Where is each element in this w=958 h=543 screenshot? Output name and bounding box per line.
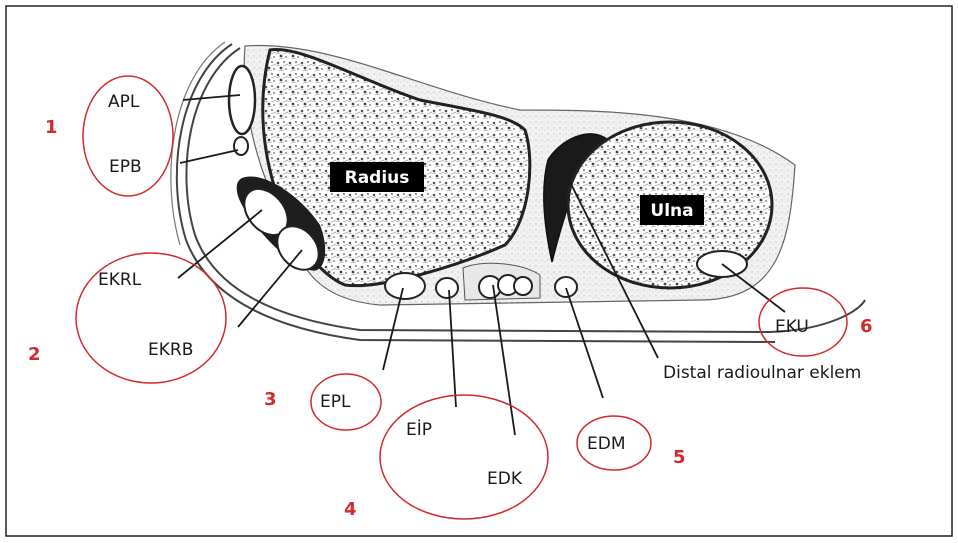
compartment-number: 4 xyxy=(344,499,357,520)
edk-label: EDK xyxy=(487,469,523,489)
ekrl-label: EKRL xyxy=(98,270,142,290)
epb-label: EPB xyxy=(109,157,142,177)
ekrb-label: EKRB xyxy=(148,340,193,360)
distal-radioulnar-label: Distal radioulnar eklem xyxy=(663,363,861,383)
eku-label: EKU xyxy=(775,317,809,337)
compartment-number: 1 xyxy=(45,117,58,138)
edm-label: EDM xyxy=(587,434,626,454)
compartment-number: 6 xyxy=(860,316,873,337)
compartment-number: 5 xyxy=(673,447,686,468)
radius-label: Radius xyxy=(345,168,410,188)
epl-label: EPL xyxy=(320,392,351,412)
apl-label: APL xyxy=(108,92,140,112)
eip-label: EİP xyxy=(406,419,432,440)
ulna-label: Ulna xyxy=(650,201,693,221)
compartment-number: 2 xyxy=(28,344,41,365)
compartment-number: 3 xyxy=(264,389,277,410)
